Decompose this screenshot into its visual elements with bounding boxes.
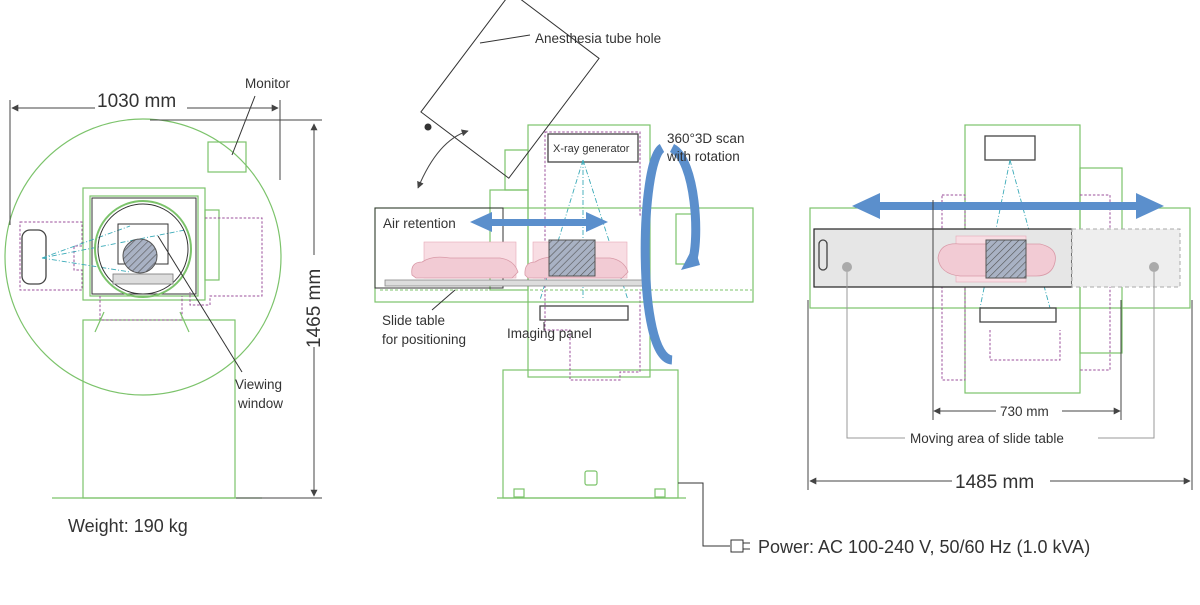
viewing-window-label-2: window (237, 396, 283, 411)
top-imaging-panel (979, 307, 1057, 323)
width-front-label: 1030 mm (97, 91, 176, 112)
imaging-label: Imaging panel (507, 326, 592, 341)
slide-arrow-right-head (586, 212, 608, 232)
front-specimen (122, 238, 158, 274)
side-internal-module (544, 131, 649, 381)
anesthesia-leader (479, 34, 531, 44)
top-xray-generator (984, 135, 1036, 161)
lid-hinge (424, 123, 432, 131)
side-specimen-scan (548, 239, 596, 277)
top-arrow-body (872, 202, 1144, 210)
slide-arrow-left-head (470, 212, 492, 232)
length-top-label: 1485 mm (955, 472, 1034, 493)
side-back-panel (504, 149, 529, 191)
side-back-box (489, 189, 529, 291)
front-monitor (207, 141, 247, 173)
weight-label: Weight: 190 kg (68, 516, 188, 536)
side-view: X-ray generator Imaging panel Anesthesia… (374, 0, 1090, 557)
power-cable (678, 482, 730, 547)
scan-label-1: 360°3D scan (667, 131, 744, 146)
power-plug-prongs (743, 542, 750, 550)
front-lower-module (99, 296, 183, 321)
side-xray-beam (539, 159, 629, 301)
scan-label-2: with rotation (666, 149, 740, 164)
slide-label-2: for positioning (382, 332, 466, 347)
rotation-arrow-ring (640, 143, 701, 365)
front-bore-inner (97, 203, 189, 295)
air-retention-label: Air retention (383, 216, 456, 231)
moving-area-label: Moving area of slide table (910, 431, 1064, 446)
side-port (584, 470, 598, 486)
xray-generator-box (547, 133, 639, 163)
monitor-label: Monitor (245, 76, 291, 91)
specimen-silhouette-1 (411, 256, 519, 279)
front-detector (21, 229, 47, 285)
front-pedestal (82, 319, 236, 499)
front-side-panel (204, 209, 220, 281)
dim-730-label-bg (996, 402, 1062, 420)
top-table-marker-right (1149, 262, 1159, 272)
side-slide-table (384, 279, 650, 287)
front-xray-beam (41, 225, 186, 273)
side-foot-left (513, 488, 525, 498)
power-plug (730, 539, 744, 553)
rotation-arrow-head (681, 245, 700, 270)
xray-label: X-ray generator (553, 143, 630, 155)
viewing-window-label-1: Viewing (235, 377, 282, 392)
anesthesia-label: Anesthesia tube hole (535, 31, 661, 46)
front-bore (94, 200, 192, 298)
dim-1485-label-bg (952, 470, 1050, 492)
front-left-module (19, 221, 83, 291)
side-pedestal (502, 369, 679, 499)
front-rotation-circle (4, 118, 282, 396)
moving-area-bracket-left (846, 272, 905, 439)
slide-arrow-body (487, 219, 591, 226)
height-label: 1465 mm (304, 269, 325, 348)
viewing-window-leader (157, 235, 243, 373)
power-label: Power: AC 100-240 V, 50/60 Hz (1.0 kVA) (758, 537, 1090, 557)
top-table-marker-left (842, 262, 852, 272)
monitor-leader (231, 95, 256, 156)
slide-leader (431, 289, 456, 311)
slide-label-1: Slide table (382, 313, 445, 328)
top-slide-table-extended (1071, 228, 1181, 288)
side-foot-right (654, 488, 666, 498)
moving-area-bracket-right (1098, 272, 1155, 439)
width-730-label: 730 mm (1000, 404, 1049, 419)
top-arrow-right-head (1136, 193, 1164, 219)
top-slide-handle (818, 239, 828, 271)
imaging-panel-box (539, 305, 629, 321)
front-legs (94, 311, 190, 333)
front-slide-table (112, 273, 174, 285)
top-lower-module (989, 330, 1061, 361)
top-arrow-left-head (852, 193, 880, 219)
top-specimen-scan (985, 239, 1027, 279)
lid-swing-arrow (417, 129, 469, 189)
front-view: Monitor Viewing window 1030 mm 1465 mm W… (4, 76, 328, 536)
top-view: 730 mm Moving area of slide table 1485 m… (807, 124, 1193, 493)
front-right-module (189, 217, 263, 306)
height-label-bg (300, 255, 328, 347)
width-label-bg (95, 90, 187, 110)
